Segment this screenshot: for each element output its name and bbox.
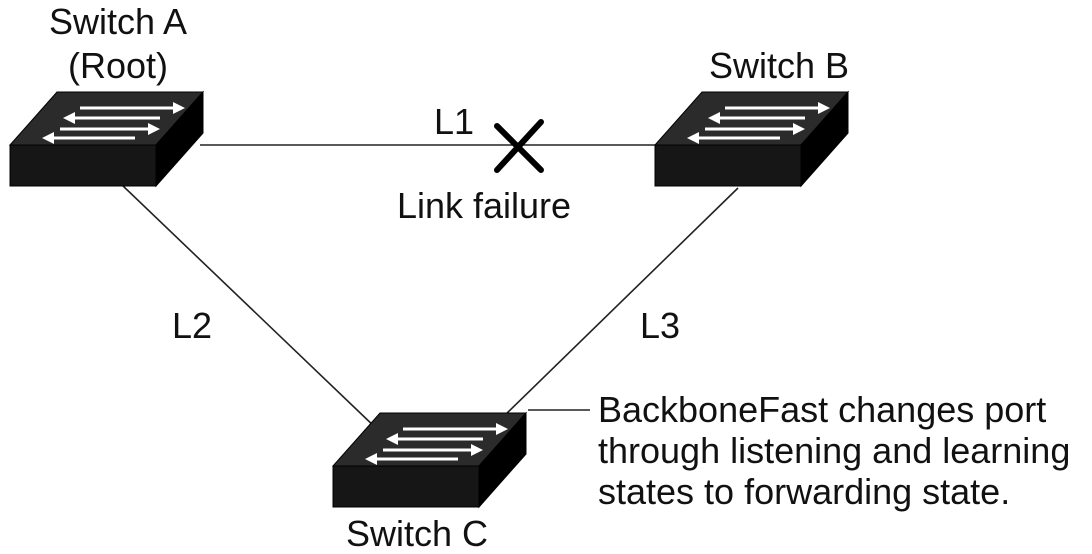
link-failure-label: Link failure (397, 185, 571, 226)
switch-c-icon (331, 411, 528, 509)
backbonefast-note: BackboneFast changes port through listen… (598, 389, 1070, 512)
switch-b-label: Switch B (709, 45, 849, 86)
link-l3 (501, 187, 739, 419)
note-line-1: BackboneFast changes port (598, 389, 1046, 430)
link-l2 (121, 184, 379, 431)
link-l2-label: L2 (172, 305, 212, 346)
switch-a-role-label: (Root) (68, 45, 168, 86)
note-line-2: through listening and learning (598, 430, 1070, 471)
x-mark-icon (494, 119, 544, 173)
switch-c-label: Switch C (346, 513, 488, 554)
switch-b-icon (653, 90, 850, 188)
note-line-3: states to forwarding state. (598, 471, 1010, 512)
switch-a-icon (8, 90, 205, 188)
switch-a-label: Switch A (49, 1, 187, 42)
link-l3-label: L3 (640, 305, 680, 346)
link-l1-label: L1 (434, 101, 474, 142)
